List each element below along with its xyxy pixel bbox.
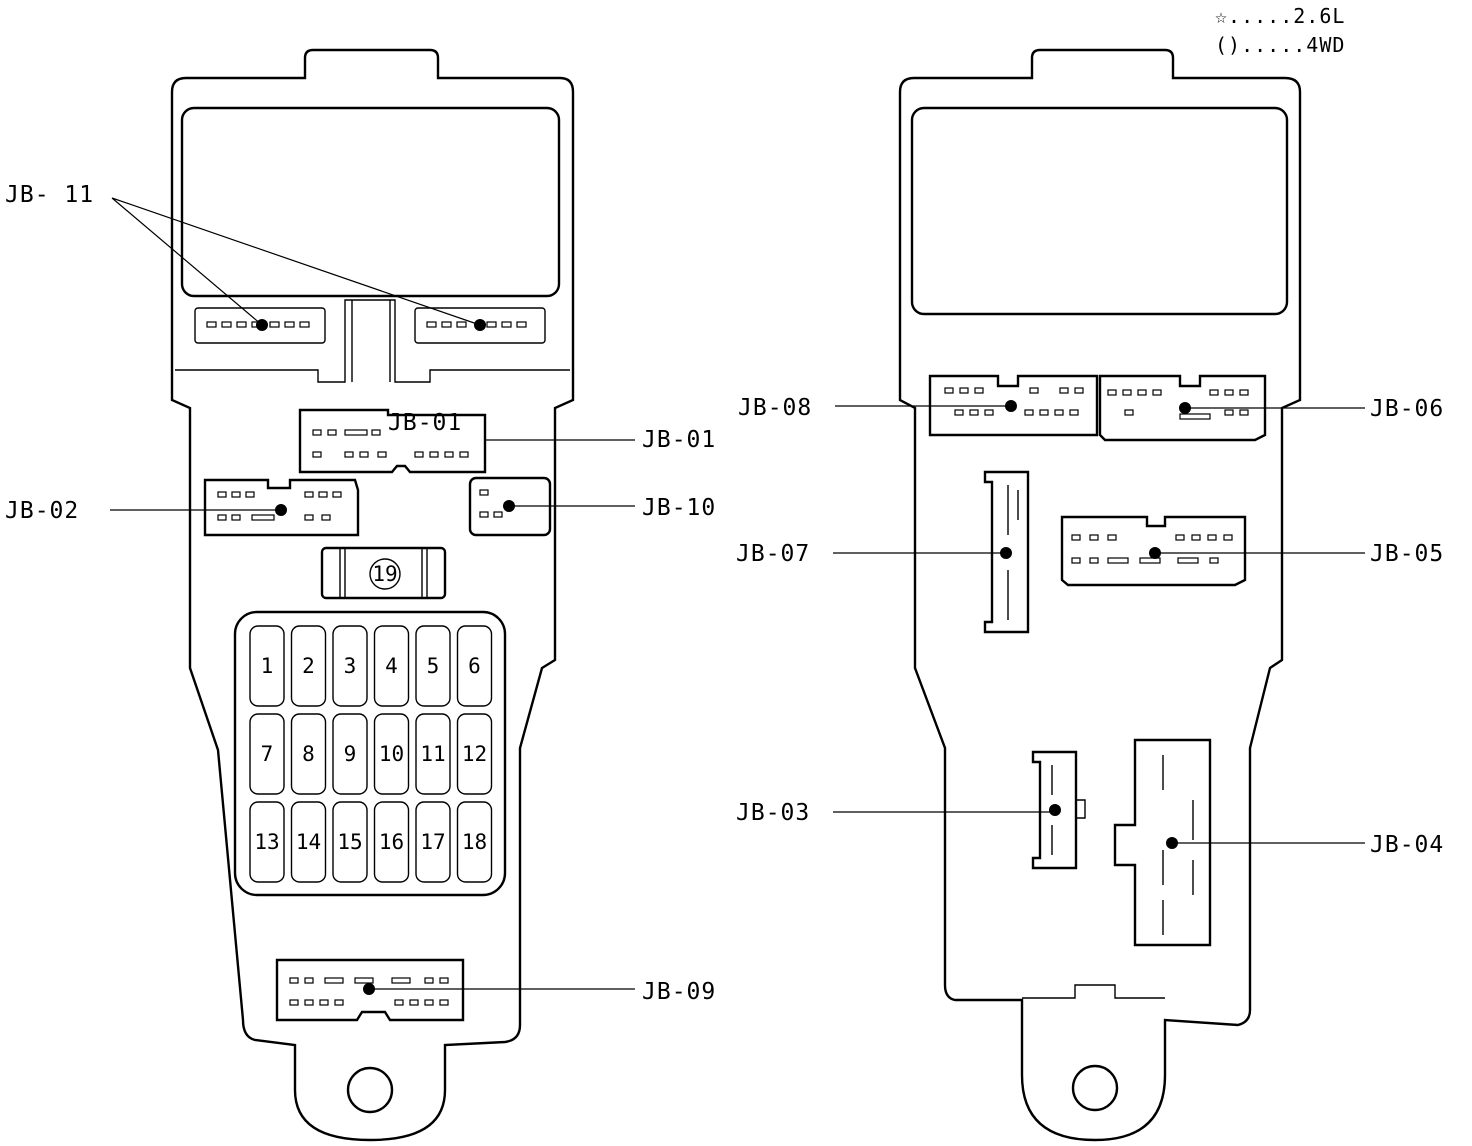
jb03-dot — [1049, 804, 1061, 816]
left-center-slot — [351, 300, 391, 382]
jb04-slots — [1162, 755, 1194, 935]
jb06-connector — [1098, 374, 1267, 442]
callout-jb11: JB- 11 — [5, 182, 94, 208]
fuse-slot — [332, 801, 368, 883]
fuse-slot — [415, 625, 451, 707]
fuse-number: 12 — [462, 742, 487, 766]
fuse-slot — [373, 625, 410, 707]
jb06-pins — [1107, 389, 1249, 420]
fuse-slot — [249, 801, 285, 883]
callout-jb10: JB-10 — [642, 495, 716, 521]
fuse-slot — [290, 713, 327, 795]
jb11-pins — [206, 321, 527, 328]
fuse-number: 4 — [385, 654, 398, 678]
fuse-number: 1 — [261, 654, 274, 678]
left-upper-section-edge — [175, 299, 570, 383]
right-display-window — [910, 106, 1289, 316]
fuse-slot — [373, 801, 410, 883]
right-box-outline — [898, 48, 1302, 1142]
relay-19-label: 19 — [372, 562, 397, 586]
fuse-slot — [415, 713, 451, 795]
fuse-slot — [290, 801, 327, 883]
jb10-pins — [479, 489, 503, 518]
jb01-pins — [312, 429, 469, 458]
jb07-connector — [983, 470, 1030, 634]
fuse-number: 17 — [420, 830, 445, 854]
legend-line-4wd: ().....4WD — [1215, 33, 1345, 57]
jb09-connector — [275, 958, 465, 1022]
fuse-slot — [373, 713, 410, 795]
jb07-slots — [1007, 485, 1019, 620]
right-junction-box: JB-08 JB-06 JB-07 JB-05 JB-03 — [736, 48, 1444, 1142]
relay-19-ribs — [339, 548, 428, 598]
fuse-number: 18 — [462, 830, 487, 854]
fuse-slot — [456, 713, 493, 795]
fuse-slot — [290, 625, 327, 707]
callout-jb02: JB-02 — [5, 498, 79, 524]
fuse-slot — [249, 713, 285, 795]
relay-19-circle — [369, 558, 401, 590]
fuse-number: 6 — [468, 654, 481, 678]
fuse-number: 11 — [420, 742, 445, 766]
callout-jb01-inline: JB-01 — [388, 410, 462, 436]
fuse-number: 16 — [379, 830, 404, 854]
right-bottom-tab — [1022, 984, 1165, 999]
jb08-pins — [944, 387, 1084, 416]
jb08-connector — [928, 374, 1099, 437]
fuse-slot — [456, 801, 493, 883]
fuse-number: 10 — [379, 742, 404, 766]
relay-19 — [320, 546, 447, 600]
jb01-connector — [298, 408, 487, 474]
legend-line-2-6l: ☆.....2.6L — [1215, 4, 1345, 28]
leader-jb11 — [111, 197, 481, 326]
jb05-connector — [1060, 515, 1247, 587]
callout-jb08: JB-08 — [738, 395, 812, 421]
right-mount-hole — [1071, 1064, 1119, 1112]
fuse-slot — [332, 625, 368, 707]
jb11-left-connector — [194, 307, 326, 344]
jb04-connector — [1113, 738, 1212, 947]
fuse-slot — [456, 625, 493, 707]
callout-jb09: JB-09 — [642, 979, 716, 1005]
callout-jb04: JB-04 — [1370, 832, 1444, 858]
fuse-number: 15 — [337, 830, 362, 854]
jb02-connector — [203, 478, 360, 537]
fuse-number: 3 — [344, 654, 357, 678]
callout-jb07: JB-07 — [736, 541, 810, 567]
fuse-number: 5 — [427, 654, 440, 678]
left-display-window — [180, 106, 561, 298]
fuse-number: 2 — [302, 654, 315, 678]
fuse-slot — [415, 801, 451, 883]
left-junction-box: JB- 11 JB-01 JB-01 JB-02 JB-10 — [5, 48, 716, 1142]
fuse-number: 14 — [296, 830, 321, 854]
fuse-slot — [249, 625, 285, 707]
fuse-number: 13 — [254, 830, 279, 854]
callout-jb01: JB-01 — [642, 427, 716, 453]
left-box-outline — [170, 48, 575, 1142]
jb03-connector — [1031, 750, 1078, 870]
callout-jb03: JB-03 — [736, 800, 810, 826]
fuse-slot — [332, 713, 368, 795]
jb11-right-connector — [414, 307, 546, 344]
fuse-block — [233, 610, 507, 897]
fuse-number: 9 — [344, 742, 357, 766]
fuse-number: 7 — [261, 742, 274, 766]
left-mount-hole — [346, 1066, 394, 1114]
jb09-pins — [289, 977, 449, 1006]
fuse-number: 8 — [302, 742, 315, 766]
callout-jb06: JB-06 — [1370, 396, 1444, 422]
callout-jb05: JB-05 — [1370, 541, 1444, 567]
jb02-pins — [217, 491, 342, 521]
jb03-tab — [1076, 799, 1086, 819]
jb05-pins — [1071, 534, 1233, 564]
